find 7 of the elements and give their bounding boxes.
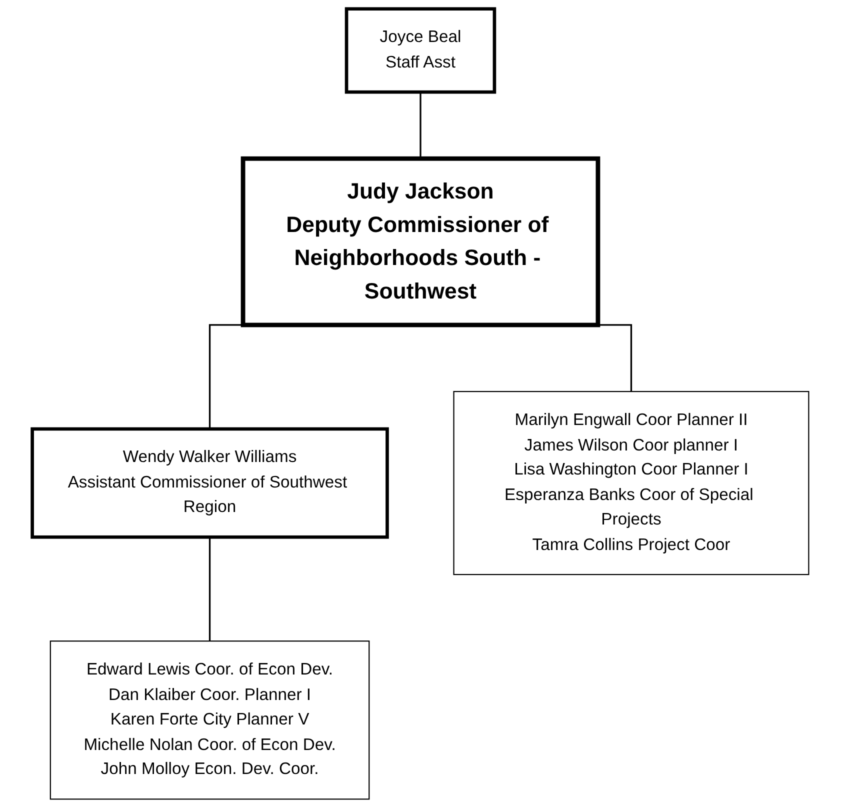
connector bbox=[208, 536, 211, 642]
node-box: Marilyn Engwall Coor Planner II James Wilson Coor planner I Lisa Washington Coor Planner I Esperanza Banks Coor of Special Projects Tamra Collins Project Coor bbox=[453, 390, 810, 576]
node-box: Wendy Walker Williams Assistant Commissioner of Southwest Region bbox=[30, 427, 389, 539]
node-box: Joyce Beal Staff Asst bbox=[344, 7, 496, 94]
node-box: Edward Lewis Coor. of Econ Dev. Dan Klaiber Coor. Planner I Karen Forte City Planner V Michelle Nolan Coor. of Econ Dev. John Molloy Econ. Dev. Coor. bbox=[50, 640, 370, 800]
connector bbox=[420, 91, 422, 159]
node-box: Judy Jackson Deputy Commissioner of Neighborhoods South - Southwest bbox=[240, 156, 600, 328]
